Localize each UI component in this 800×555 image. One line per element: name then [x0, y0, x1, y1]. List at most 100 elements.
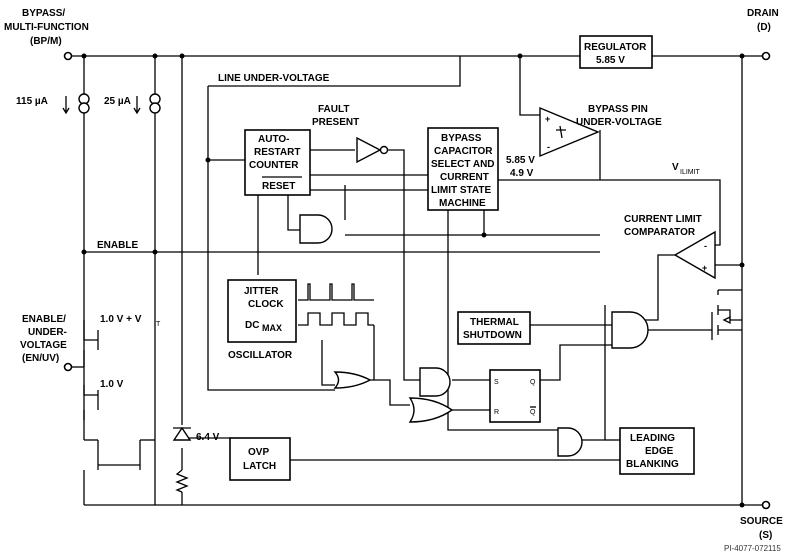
- bypass-pin-terminal: [63, 51, 73, 61]
- current-source-115ua: 115 µA: [16, 93, 90, 115]
- svg-text:(D): (D): [757, 22, 771, 33]
- svg-text:T: T: [156, 321, 161, 328]
- threshold-49-label: 4.9 V: [510, 168, 534, 179]
- svg-text:CLOCK: CLOCK: [248, 299, 284, 310]
- svg-text:RESTART: RESTART: [254, 147, 300, 158]
- svg-text:PRESENT: PRESENT: [312, 117, 359, 128]
- figure-reference: PI-4077-072115: [724, 544, 781, 553]
- source-pin-terminal: [761, 500, 771, 510]
- svg-text:DRAIN: DRAIN: [747, 8, 779, 19]
- svg-text:R: R: [494, 409, 499, 416]
- svg-text:115 µA: 115 µA: [16, 96, 48, 107]
- line-uv-label: LINE UNDER-VOLTAGE: [218, 73, 330, 84]
- svg-text:DC: DC: [245, 320, 259, 331]
- bypass-capacitor-state-machine: BYPASS CAPACITOR SELECT AND CURRENT LIMI…: [427, 127, 499, 211]
- svg-text:UNDER-VOLTAGE: UNDER-VOLTAGE: [576, 117, 662, 128]
- svg-text:CURRENT LIMIT: CURRENT LIMIT: [624, 214, 702, 225]
- svg-text:LEADING: LEADING: [630, 433, 675, 444]
- svg-text:EDGE: EDGE: [645, 446, 674, 457]
- fault-inverter: [356, 136, 389, 164]
- svg-text:Q: Q: [530, 379, 536, 386]
- svg-text:JITTER: JITTER: [244, 286, 279, 297]
- blanking-and-gate: [557, 427, 583, 457]
- drain-pin-terminal: [761, 51, 771, 61]
- svg-text:THERMAL: THERMAL: [470, 317, 519, 328]
- svg-text:BYPASS/: BYPASS/: [22, 8, 65, 19]
- svg-text:CAPACITOR: CAPACITOR: [434, 146, 493, 157]
- svg-text:SHUTDOWN: SHUTDOWN: [463, 330, 522, 341]
- ovp-latch-block: OVP LATCH: [229, 437, 291, 481]
- threshold-1v-label: 1.0 V: [100, 379, 124, 390]
- svg-text:S: S: [494, 379, 499, 386]
- svg-text:ENABLE/: ENABLE/: [22, 314, 66, 325]
- bypass-pin-uv-comparator: + -: [539, 106, 600, 158]
- reset-and-gate: [299, 214, 333, 244]
- sr-latch: S R Q Q: [489, 369, 541, 423]
- jitter-clock-block: JITTER CLOCK DC MAX: [227, 279, 297, 343]
- en-uv-transistors: [83, 320, 155, 470]
- svg-text:OVP: OVP: [248, 447, 269, 458]
- wires: [72, 55, 762, 506]
- threshold-1v-vt-label: 1.0 V + V T: [100, 314, 161, 328]
- svg-text:(S): (S): [759, 530, 772, 541]
- svg-text:MAX: MAX: [262, 323, 282, 333]
- svg-text:Q: Q: [530, 409, 536, 416]
- or-gate-lower: [408, 397, 454, 423]
- svg-text:COUNTER: COUNTER: [249, 160, 299, 171]
- svg-text:MULTI-FUNCTION: MULTI-FUNCTION: [4, 22, 89, 33]
- svg-text:V: V: [672, 162, 679, 173]
- source-pin-label: SOURCE (S): [740, 516, 783, 541]
- svg-text:SOURCE: SOURCE: [740, 516, 783, 527]
- regulator-block: REGULATOR 5.85 V: [579, 35, 653, 69]
- svg-text:+: +: [702, 263, 707, 273]
- gate-drive-and-gate: [611, 311, 649, 349]
- auto-restart-counter-block: AUTO- RESTART COUNTER RESET: [244, 129, 311, 196]
- svg-text:+: +: [545, 114, 550, 124]
- resistor: [175, 469, 189, 493]
- vilimit-label: V ILIMIT: [672, 162, 701, 176]
- en-uv-pin-terminal: [63, 362, 73, 372]
- fault-present-label: FAULT PRESENT: [312, 104, 359, 128]
- drain-pin-label: DRAIN (D): [747, 8, 779, 33]
- power-mosfet: [711, 289, 743, 340]
- leading-edge-blanking-block: LEADING EDGE BLANKING: [619, 427, 695, 475]
- svg-text:LATCH: LATCH: [243, 461, 276, 472]
- svg-text:COMPARATOR: COMPARATOR: [624, 227, 696, 238]
- svg-text:UNDER-: UNDER-: [28, 327, 67, 338]
- svg-text:-: -: [547, 142, 550, 152]
- svg-text:(EN/UV): (EN/UV): [22, 353, 59, 364]
- dcmax-waveform: [298, 312, 374, 326]
- clock-waveform: [298, 283, 374, 301]
- en-uv-pin-label: ENABLE/ UNDER- VOLTAGE (EN/UV): [20, 314, 67, 364]
- svg-text:6.4 V: 6.4 V: [196, 432, 220, 443]
- svg-text:BYPASS PIN: BYPASS PIN: [588, 104, 648, 115]
- svg-text:(BP/M): (BP/M): [30, 36, 62, 47]
- current-source-25ua: 25 µA: [104, 93, 161, 115]
- svg-text:MACHINE: MACHINE: [439, 198, 486, 209]
- current-limit-comparator-label: CURRENT LIMIT COMPARATOR: [624, 214, 702, 238]
- svg-text:BYPASS: BYPASS: [441, 133, 482, 144]
- thermal-shutdown-block: THERMAL SHUTDOWN: [457, 311, 531, 345]
- svg-text:LIMIT STATE: LIMIT STATE: [431, 185, 492, 196]
- bypass-pin-label: BYPASS/ MULTI-FUNCTION (BP/M): [4, 8, 89, 47]
- svg-text:25 µA: 25 µA: [104, 96, 131, 107]
- enable-label: ENABLE: [97, 240, 138, 251]
- or-gate-upper: [333, 371, 372, 389]
- svg-text:BLANKING: BLANKING: [626, 459, 679, 470]
- svg-text:1.0 V + V: 1.0 V + V: [100, 314, 142, 325]
- svg-text:SELECT AND: SELECT AND: [431, 159, 495, 170]
- svg-text:CURRENT: CURRENT: [440, 172, 489, 183]
- svg-text:5.85 V: 5.85 V: [596, 55, 625, 66]
- svg-text:-: -: [704, 241, 707, 251]
- svg-text:AUTO-: AUTO-: [258, 134, 289, 145]
- current-limit-comparator: - +: [673, 230, 716, 280]
- bypass-pin-uv-label: BYPASS PIN UNDER-VOLTAGE: [576, 104, 662, 128]
- oscillator-label: OSCILLATOR: [228, 350, 293, 361]
- svg-text:VOLTAGE: VOLTAGE: [20, 340, 67, 351]
- zener-diode: 6.4 V: [172, 426, 220, 443]
- svg-text:REGULATOR: REGULATOR: [584, 42, 647, 53]
- threshold-585-label: 5.85 V: [506, 155, 535, 166]
- and-gate-set: [419, 367, 451, 397]
- svg-text:FAULT: FAULT: [318, 104, 349, 115]
